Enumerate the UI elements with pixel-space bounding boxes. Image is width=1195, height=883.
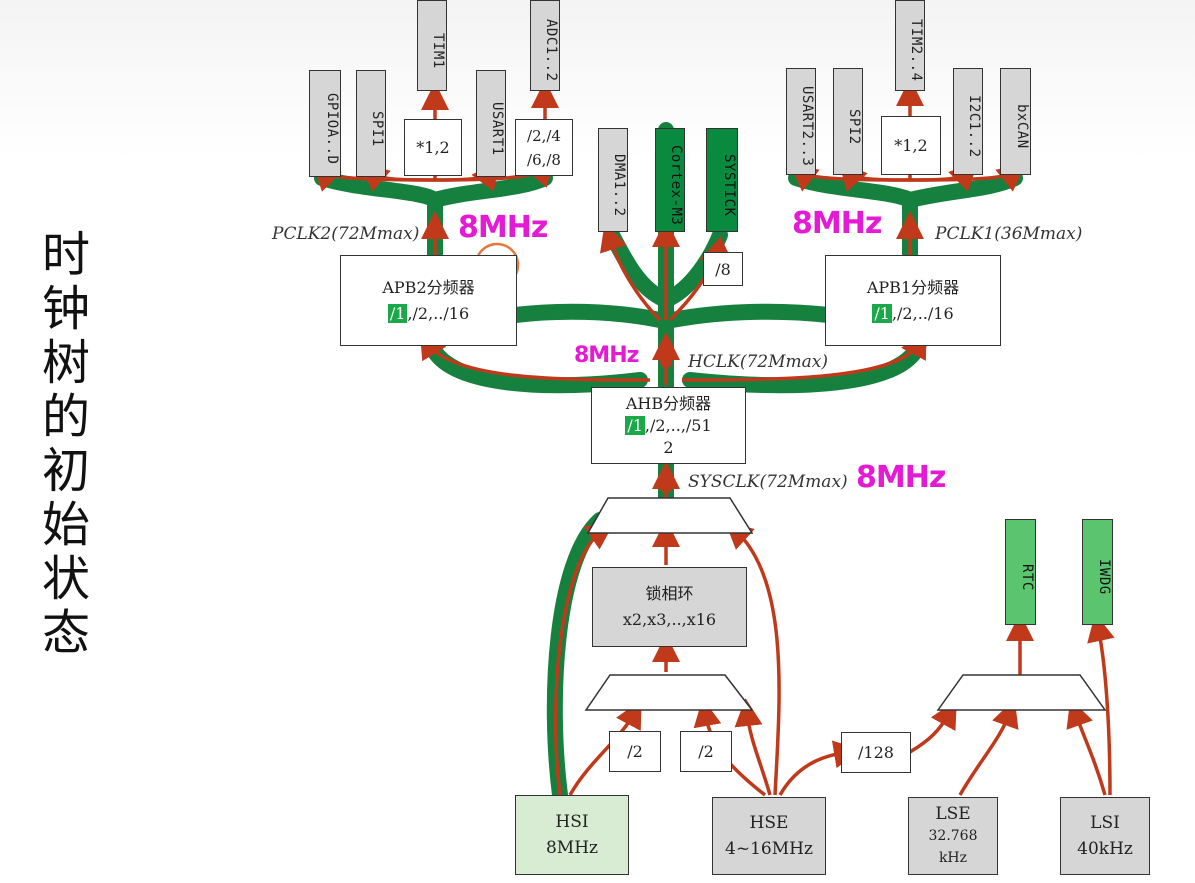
pclk1-freq-annotation: 8MHz <box>792 206 882 241</box>
ahb-prescaler: AHB分频器 /1,/2,..,/51 2 <box>591 387 746 464</box>
adc-prescaler: /2,/4 /6,/8 <box>515 119 573 176</box>
hse-div128: /128 <box>841 732 911 773</box>
adc-peripheral: ADC1..2 <box>530 0 560 91</box>
apb2-prescaler: APB2分频器 /1,/2,../16 <box>340 255 517 346</box>
lse-freq-unit: kHz <box>938 850 968 866</box>
bxcan-peripheral: bxCAN <box>1000 68 1031 175</box>
lsi-oscillator: LSI 40kHz <box>1060 797 1150 875</box>
apb1-prescaler-title: APB1分频器 <box>866 277 960 297</box>
hsi-oscillator: HSI 8MHz <box>515 795 629 875</box>
usart1-peripheral: USART1 <box>476 70 506 177</box>
adc-div-line2: /6,/8 <box>527 150 561 169</box>
rtc-mux <box>936 674 1107 711</box>
gpio-peripheral: GPIOA..D <box>309 70 341 177</box>
adc-div-line1: /2,/4 <box>527 126 561 145</box>
lse-freq: 32.768 <box>928 828 978 844</box>
page-title: 时钟树的初始状态 <box>41 227 90 661</box>
pll-factors: x2,x3,..,x16 <box>622 610 717 629</box>
systick-block: SYSTICK <box>706 128 738 232</box>
tim2-4-peripheral: TIM2..4 <box>895 0 925 91</box>
spi1-peripheral: SPI1 <box>356 70 386 177</box>
apb2-rest: ,/2,../16 <box>407 303 470 323</box>
pclk2-freq-annotation: 8MHz <box>458 210 548 245</box>
pll-mux <box>584 674 754 711</box>
hsi-freq: 8MHz <box>545 838 598 858</box>
hclk-label: HCLK(72Mmax) <box>688 352 828 372</box>
pclk1-label: PCLK1(36Mmax) <box>935 224 1083 244</box>
spi2-peripheral: SPI2 <box>833 68 863 175</box>
ahb-prescaler-title: AHB分频器 <box>625 393 712 413</box>
i2c-peripheral: I2C1..2 <box>953 68 983 175</box>
sysclk-label: SYSCLK(72Mmax) <box>688 472 848 492</box>
apb2-prescaler-title: APB2分频器 <box>382 277 475 297</box>
hclk-freq-annotation: 8MHz <box>574 343 639 368</box>
ahb-prescaler-options: /1,/2,..,/51 <box>625 415 712 437</box>
cortex-m3-block: Cortex-M3 <box>655 128 685 232</box>
hse-oscillator: HSE 4~16MHz <box>712 797 826 875</box>
apb2-selected: /1 <box>387 303 408 323</box>
hsi-name: HSI <box>555 812 589 832</box>
ahb-rest: ,/2,..,/51 <box>644 415 712 435</box>
pll-block: 锁相环 x2,x3,..,x16 <box>592 567 747 647</box>
iwdg-block: IWDG <box>1082 519 1113 625</box>
usart2-3-peripheral: USART2..3 <box>786 68 816 175</box>
hsi-div2: /2 <box>609 731 661 772</box>
systick-divider: /8 <box>703 252 743 286</box>
apb1-rest: ,/2,../16 <box>891 303 954 323</box>
dma-peripheral: DMA1..2 <box>598 128 628 232</box>
apb1-prescaler: APB1分频器 /1,/2,../16 <box>825 255 1001 346</box>
ahb-prescaler-line2: 2 <box>663 437 674 457</box>
hse-div2: /2 <box>680 731 732 772</box>
apb1-prescaler-options: /1,/2,../16 <box>872 301 954 327</box>
hse-freq: 4~16MHz <box>725 839 813 859</box>
apb2-tim-multiplier: *1,2 <box>404 119 462 176</box>
pll-title: 锁相环 <box>645 584 694 603</box>
apb2-prescaler-options: /1,/2,../16 <box>387 301 470 327</box>
sysclk-freq-annotation: 8MHz <box>856 460 946 495</box>
lsi-name: LSI <box>1090 813 1120 833</box>
lse-name: LSE <box>935 804 971 824</box>
rtc-block: RTC <box>1005 519 1036 625</box>
apb1-selected: /1 <box>872 303 892 323</box>
lsi-freq: 40kHz <box>1077 839 1133 859</box>
apb1-tim-multiplier: *1,2 <box>881 116 941 175</box>
hse-name: HSE <box>749 813 789 833</box>
sysclk-mux <box>586 497 754 534</box>
lse-oscillator: LSE 32.768 kHz <box>908 797 998 875</box>
pclk2-label: PCLK2(72Mmax) <box>272 224 420 244</box>
tim1-peripheral: TIM1 <box>417 0 447 91</box>
ahb-selected: /1 <box>625 415 645 435</box>
